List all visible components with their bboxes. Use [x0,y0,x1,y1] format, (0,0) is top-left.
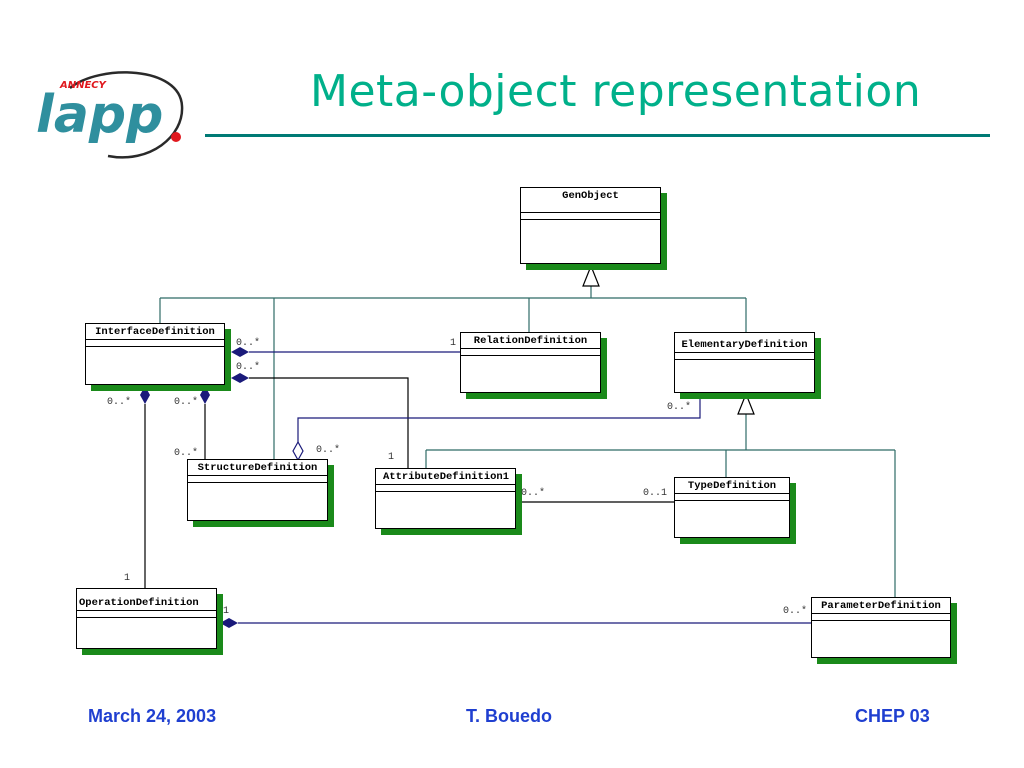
class-relation-definition: RelationDefinition [460,332,601,393]
class-parameter-definition: ParameterDefinition [811,597,951,658]
class-name: OperationDefinition [79,597,199,609]
class-attributes [461,348,600,355]
genobject-triangle [582,264,600,287]
interface-attribute-link [249,377,409,468]
class-attributes [86,339,224,346]
multiplicity-label: 0..* [107,397,132,408]
class-structure-definition: StructureDefinition [187,459,328,521]
interface-relation-diamond [231,347,249,357]
multiplicity-label: 0..* [174,448,199,459]
operation-parameter-diamond [220,618,238,628]
class-name: AttributeDefinition1 [383,471,510,483]
class-attributes [675,352,814,359]
class-methods [77,617,216,624]
footer-conference: CHEP 03 [855,706,930,726]
multiplicity-label: 0..* [236,362,261,373]
class-genobject: GenObject [520,187,661,264]
class-attributes [77,610,216,617]
logo-dot [171,132,181,142]
multiplicity-label: 1 [388,452,395,463]
class-name: ElementaryDefinition [681,339,808,351]
class-name: GenObject [562,190,619,202]
class-methods [521,219,660,226]
class-methods [376,491,515,498]
multiplicity-label: 1 [124,573,131,584]
class-methods [461,355,600,362]
logo-text: lapp [36,85,163,145]
class-name: StructureDefinition [197,462,318,474]
class-type-definition: TypeDefinition [674,477,790,538]
class-methods [675,500,789,507]
elementary-triangle [737,392,755,415]
multiplicity-label: 0..1 [643,488,668,499]
multiplicity-label: 0..* [316,445,341,456]
class-attributes [812,613,950,620]
multiplicity-label: 0..* [174,397,199,408]
multiplicity-label: 1 [450,338,457,349]
class-methods [675,359,814,366]
class-attributes [675,493,789,500]
interface-operation-diamond [140,386,150,404]
class-attributes [188,475,327,482]
class-methods [86,346,224,353]
interface-structure-diamond [200,386,210,404]
class-name: RelationDefinition [473,335,588,347]
class-methods [188,482,327,489]
structure-elementary-link [297,393,701,442]
structure-aggregation-diamond [292,440,304,462]
page-title: Meta-object representation [310,66,922,117]
lapp-logo: lapp ANNECY [30,66,190,162]
class-name: InterfaceDefinition [95,326,215,338]
multiplicity-label: 0..* [236,338,261,349]
class-attributes [521,212,660,219]
class-name: TypeDefinition [687,480,777,492]
class-name: ParameterDefinition [821,600,941,612]
lapp-logo-graphic: lapp ANNECY [36,71,184,159]
elementary-generalization [425,414,896,598]
class-methods [812,620,950,627]
class-operation-definition: OperationDefinition [76,588,217,649]
footer-date: March 24, 2003 [88,706,217,726]
multiplicity-label: 0..* [783,606,808,617]
class-elementary-definition: ElementaryDefinition [674,332,815,393]
multiplicity-label: 0..* [521,488,546,499]
logo-subtext: ANNECY [59,80,108,91]
class-attribute-definition: AttributeDefinition1 [375,468,516,529]
interface-attribute-diamond [231,373,249,383]
footer-author: T. Bouedo [466,706,552,726]
class-interface-definition: InterfaceDefinition [85,323,225,385]
multiplicity-label: 1 [223,606,230,617]
class-attributes [376,484,515,491]
title-rule [205,134,990,137]
multiplicity-label: 0..* [667,402,692,413]
